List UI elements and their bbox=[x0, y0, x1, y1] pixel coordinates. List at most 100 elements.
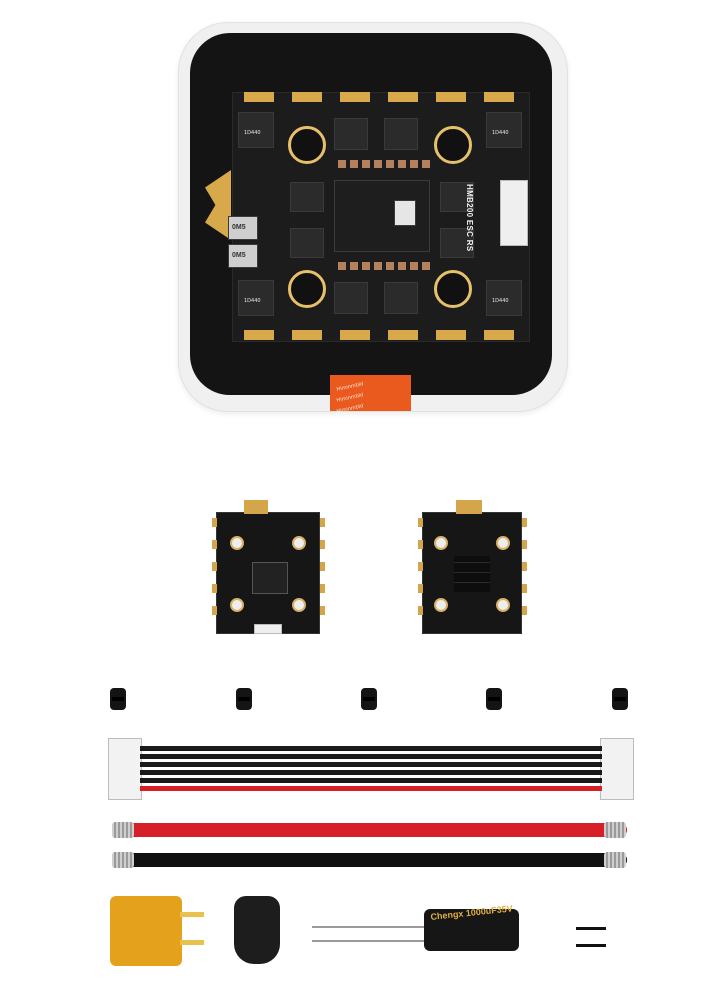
mosfet-chip bbox=[384, 282, 418, 314]
mosfet-marking: 1D440 bbox=[492, 298, 509, 304]
solder-pad bbox=[418, 518, 423, 527]
solder-pad bbox=[436, 330, 466, 340]
solder-pad bbox=[418, 584, 423, 593]
solder-pad bbox=[522, 562, 527, 571]
mcu-chip bbox=[252, 562, 288, 594]
solder-pad bbox=[320, 540, 325, 549]
mcu-chip-area bbox=[334, 180, 430, 252]
jst-connector bbox=[254, 624, 282, 634]
solder-pad bbox=[212, 584, 217, 593]
grommet-icon bbox=[236, 688, 252, 710]
grommet-icon bbox=[612, 688, 628, 710]
mounting-hole bbox=[230, 536, 244, 550]
resistor-row bbox=[338, 160, 430, 168]
solder-pad bbox=[340, 330, 370, 340]
ribbon-wire bbox=[140, 770, 602, 775]
mounting-hole bbox=[434, 270, 472, 308]
solder-pad bbox=[320, 518, 325, 527]
mounting-hole bbox=[434, 598, 448, 612]
solder-pad bbox=[484, 92, 514, 102]
mosfet-chip bbox=[440, 228, 474, 258]
mcu-center-pad bbox=[394, 200, 416, 226]
capacitor-lead bbox=[312, 926, 424, 928]
spacer-icon bbox=[576, 944, 606, 947]
solder-pad bbox=[320, 584, 325, 593]
mounting-hole bbox=[292, 536, 306, 550]
ribbon-wire bbox=[140, 746, 602, 751]
power-wire-black bbox=[122, 853, 627, 867]
xt-pin bbox=[180, 912, 204, 917]
inductor-label: 0M5 bbox=[232, 224, 246, 231]
grommet-icon bbox=[361, 688, 377, 710]
wire-strand bbox=[604, 852, 626, 868]
brand-tag: Himinmbld Himinmbld Himinmbld bbox=[330, 375, 411, 415]
mosfet-chip bbox=[486, 280, 522, 316]
ribbon-cable-connector-left bbox=[108, 738, 142, 800]
power-pad bbox=[456, 500, 482, 514]
solder-pad bbox=[436, 92, 466, 102]
solder-pad bbox=[292, 330, 322, 340]
mosfet-chip bbox=[334, 118, 368, 150]
solder-pad bbox=[340, 92, 370, 102]
inductor-label: 0M5 bbox=[232, 252, 246, 259]
mounting-hole bbox=[496, 536, 510, 550]
solder-pad bbox=[522, 518, 527, 527]
wire-strand bbox=[112, 822, 134, 838]
wire-strand bbox=[112, 852, 134, 868]
wire-strand bbox=[604, 822, 626, 838]
board-label: HMB200 ESC RS bbox=[465, 184, 474, 252]
mounting-hole bbox=[230, 598, 244, 612]
solder-pad bbox=[212, 562, 217, 571]
power-wire-red bbox=[122, 823, 627, 837]
mounting-hole bbox=[288, 270, 326, 308]
solder-pad bbox=[484, 330, 514, 340]
solder-pad bbox=[522, 606, 527, 615]
solder-pad bbox=[388, 92, 418, 102]
mosfet-chip bbox=[334, 282, 368, 314]
mosfet-chip bbox=[440, 182, 474, 212]
mounting-hole bbox=[434, 536, 448, 550]
inductor: 0M5 bbox=[228, 216, 258, 240]
ribbon-wire bbox=[140, 778, 602, 783]
solder-pad bbox=[320, 562, 325, 571]
ribbon-cable-connector-right bbox=[600, 738, 634, 800]
xt-connector-icon bbox=[110, 896, 182, 966]
connector-cap-icon bbox=[234, 896, 280, 964]
mosfet-chip bbox=[384, 118, 418, 150]
capacitor-icon bbox=[424, 909, 519, 951]
jst-connector bbox=[500, 180, 528, 246]
mosfet-chip bbox=[290, 228, 324, 258]
solder-pad bbox=[418, 540, 423, 549]
solder-pad bbox=[418, 606, 423, 615]
solder-pad bbox=[320, 606, 325, 615]
mosfet-array bbox=[454, 556, 490, 592]
solder-pad bbox=[244, 330, 274, 340]
ribbon-wire bbox=[140, 762, 602, 767]
solder-pad bbox=[522, 540, 527, 549]
power-pad bbox=[244, 500, 268, 514]
mounting-hole bbox=[496, 598, 510, 612]
mounting-hole bbox=[292, 598, 306, 612]
mounting-hole bbox=[288, 126, 326, 164]
solder-pad bbox=[522, 584, 527, 593]
grommet-icon bbox=[110, 688, 126, 710]
mosfet-marking: 1D440 bbox=[492, 130, 509, 136]
mosfet-marking: 1D440 bbox=[244, 130, 261, 136]
solder-pad bbox=[418, 562, 423, 571]
solder-pad bbox=[212, 606, 217, 615]
xt-pin bbox=[180, 940, 204, 945]
solder-pad bbox=[212, 518, 217, 527]
solder-pad bbox=[244, 92, 274, 102]
spacer-icon bbox=[576, 927, 606, 930]
mosfet-chip bbox=[238, 280, 274, 316]
inductor: 0M5 bbox=[228, 244, 258, 268]
ribbon-wire bbox=[140, 754, 602, 759]
mosfet-chip bbox=[486, 112, 522, 148]
resistor-row bbox=[338, 262, 430, 270]
capacitor-lead bbox=[312, 940, 424, 942]
solder-pad bbox=[388, 330, 418, 340]
mounting-hole bbox=[434, 126, 472, 164]
mosfet-marking: 1D440 bbox=[244, 298, 261, 304]
mosfet-chip bbox=[238, 112, 274, 148]
mosfet-chip bbox=[290, 182, 324, 212]
